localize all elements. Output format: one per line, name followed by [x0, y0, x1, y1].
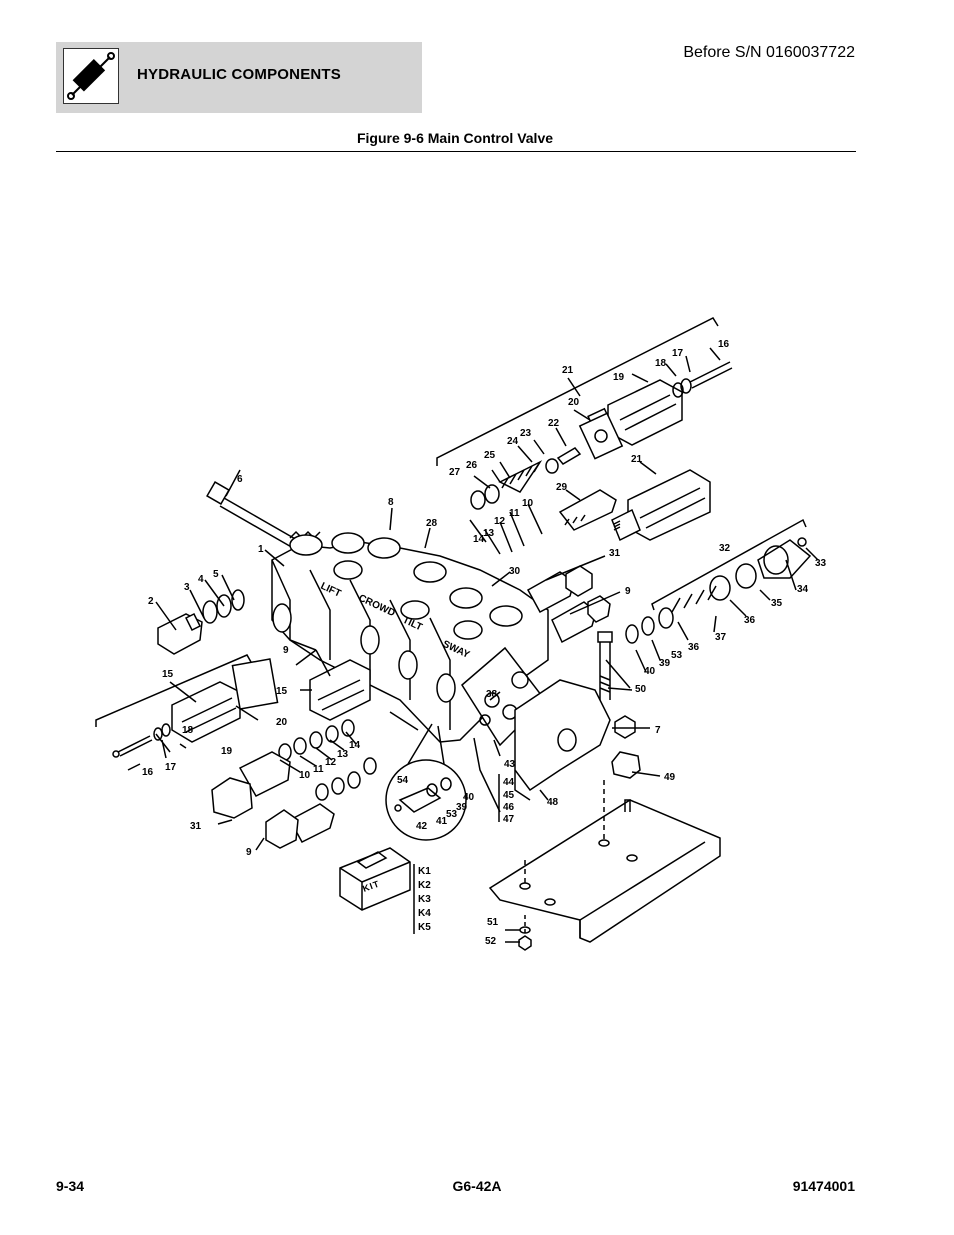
callout: 5 — [213, 569, 219, 580]
callout: 3 — [184, 582, 190, 593]
page-number: 9-34 — [56, 1178, 85, 1194]
hydraulic-cylinder-icon — [63, 48, 119, 104]
callout: 14 — [349, 740, 361, 751]
callout: 50 — [635, 684, 647, 695]
callout: 41 — [436, 816, 448, 827]
callout: 33 — [815, 558, 827, 569]
callout: 10 — [522, 498, 534, 509]
header-rule — [56, 151, 856, 152]
callout: 8 — [388, 497, 394, 508]
kit-item: K2 — [418, 880, 431, 891]
callout: 25 — [484, 450, 496, 461]
callout: 18 — [182, 725, 194, 736]
callout: 31 — [190, 821, 202, 832]
callout: 4 — [198, 574, 204, 585]
kit-item-list: K1 K2 K3 K4 K5 — [413, 864, 431, 934]
section-title: HYDRAULIC COMPONENTS — [137, 66, 342, 83]
callout: 21 — [631, 454, 643, 465]
callout: 14 — [473, 534, 485, 545]
callout: 42 — [416, 821, 428, 832]
callout: 45 — [503, 790, 515, 801]
callout: 23 — [520, 428, 532, 439]
callout: 29 — [556, 482, 568, 493]
callout: 35 — [771, 598, 783, 609]
model-number: G6-42A — [452, 1178, 502, 1194]
callout: 52 — [485, 936, 497, 947]
callout: 13 — [337, 749, 349, 760]
callout: 22 — [548, 418, 560, 429]
callout: 38 — [486, 689, 498, 700]
callout: 9 — [625, 586, 631, 597]
callout: 10 — [299, 770, 311, 781]
callout: 43 — [504, 759, 516, 770]
callout: 17 — [165, 762, 177, 773]
document-number: 91474001 — [792, 1178, 855, 1194]
callout: 54 — [397, 775, 409, 786]
callout: 40 — [644, 666, 656, 677]
callout-labels: 16 17 18 21 19 20 22 23 24 25 26 27 6 8 … — [142, 339, 827, 947]
callout: 7 — [655, 725, 661, 736]
callout: 30 — [509, 566, 521, 577]
callout: 21 — [562, 365, 574, 376]
callout: 16 — [142, 767, 154, 778]
callout: 53 — [446, 809, 458, 820]
callout: 15 — [276, 686, 288, 697]
callout: 9 — [283, 645, 289, 656]
kit-item: K3 — [418, 894, 431, 905]
callout: 40 — [463, 792, 475, 803]
callout: 12 — [494, 516, 506, 527]
callout: 51 — [487, 917, 499, 928]
callout: 53 — [671, 650, 683, 661]
callout: 46 — [503, 802, 515, 813]
callout: 36 — [744, 615, 756, 626]
callout: 16 — [718, 339, 730, 350]
callout: 12 — [325, 757, 337, 768]
callout: 39 — [456, 802, 468, 813]
callout: 17 — [672, 348, 684, 359]
callout: 1 — [258, 544, 264, 555]
callout: 49 — [664, 772, 676, 783]
callout: 15 — [162, 669, 174, 680]
callout: 19 — [221, 746, 233, 757]
serial-note: Before S/N 0160037722 — [683, 44, 855, 61]
kit-item: K1 — [418, 866, 431, 877]
callout: 20 — [276, 717, 288, 728]
callout: 48 — [547, 797, 559, 808]
callout: 9 — [246, 847, 252, 858]
callout: 44 — [503, 777, 515, 788]
callout: 19 — [613, 372, 625, 383]
callout: 31 — [609, 548, 621, 559]
callout: 37 — [715, 632, 727, 643]
kit-item: K4 — [418, 908, 431, 919]
callout: 47 — [503, 814, 515, 825]
callout: 24 — [507, 436, 519, 447]
callout: 13 — [483, 528, 495, 539]
callout: 36 — [688, 642, 700, 653]
callout: 11 — [313, 764, 324, 775]
callout: 32 — [719, 543, 731, 554]
figure-title: Figure 9-6 Main Control Valve — [356, 130, 554, 146]
callout: 39 — [659, 658, 671, 669]
kit-item: K5 — [418, 922, 431, 933]
callout: 34 — [797, 584, 809, 595]
callout: 28 — [426, 518, 438, 529]
callout: 18 — [655, 358, 667, 369]
callout: 6 — [237, 474, 243, 485]
callout: 20 — [568, 397, 580, 408]
callout: 2 — [148, 596, 154, 607]
callout: 26 — [466, 460, 478, 471]
callout: 27 — [449, 467, 461, 478]
callout: 11 — [509, 508, 520, 519]
